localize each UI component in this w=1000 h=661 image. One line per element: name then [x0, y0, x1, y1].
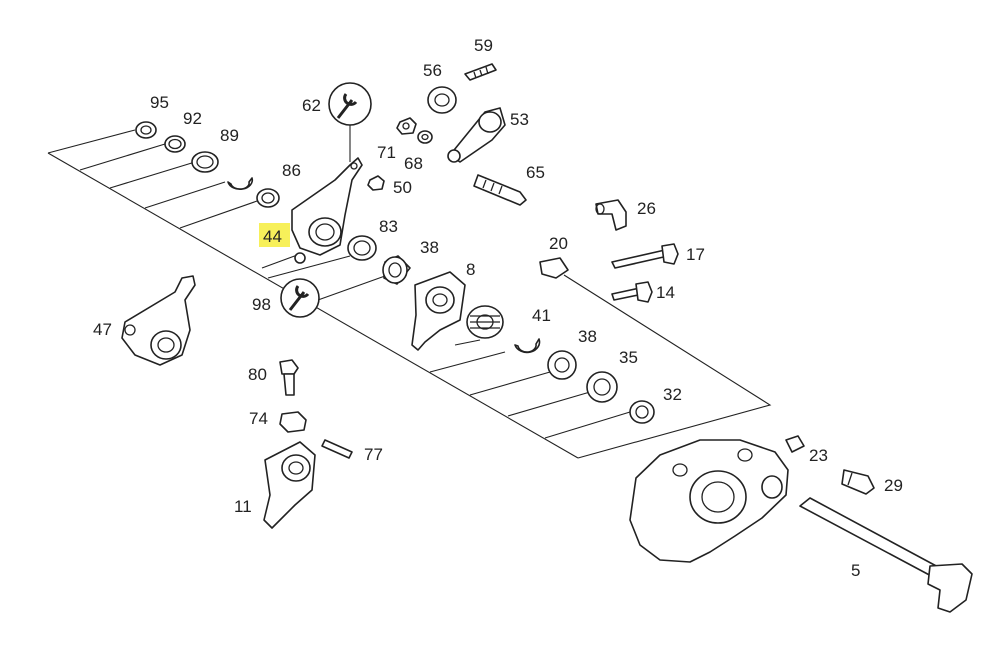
- housing: [629, 439, 789, 563]
- callout-47: 47: [93, 320, 112, 339]
- callout-50: 50: [393, 178, 412, 197]
- callout-92: 92: [183, 109, 202, 128]
- bolt-17: [611, 243, 679, 269]
- wrench-icon: [280, 278, 320, 318]
- washer-95: [135, 121, 157, 139]
- nut-71: [396, 117, 417, 135]
- fitting-29: [841, 469, 875, 495]
- callout-53: 53: [510, 110, 529, 129]
- callout-41: 41: [532, 306, 551, 325]
- callout-65: 65: [526, 163, 545, 182]
- callout-80: 80: [248, 365, 267, 384]
- callout-29: 29: [884, 476, 903, 495]
- fitting-23: [785, 435, 805, 453]
- callout-74: 74: [249, 409, 268, 428]
- callout-23: 23: [809, 446, 828, 465]
- bearing-35: [586, 371, 618, 403]
- callout-62: 62: [302, 96, 321, 115]
- callout-56: 56: [423, 61, 442, 80]
- callout-11: 11: [234, 497, 252, 516]
- wrench-icon: [328, 82, 372, 126]
- lever-53: [447, 107, 506, 163]
- callout-95: 95: [150, 93, 169, 112]
- pin-65: [473, 174, 527, 206]
- callout-86: 86: [282, 161, 301, 180]
- pin-77: [321, 439, 353, 459]
- shaft-5: [799, 497, 973, 613]
- callout-83: 83: [379, 217, 398, 236]
- bolt-80: [279, 359, 299, 396]
- bearing-38-upper: [382, 255, 411, 285]
- bracket-8: [411, 271, 466, 351]
- leader-lines: [47, 125, 772, 459]
- ring-89: [191, 151, 219, 173]
- callout-77: 77: [364, 445, 383, 464]
- washer-92: [164, 135, 186, 153]
- callout-68: 68: [404, 154, 423, 173]
- callout-17: 17: [686, 245, 705, 264]
- callout-32: 32: [663, 385, 682, 404]
- bushing-56: [427, 86, 457, 114]
- fitting-20: [539, 257, 569, 279]
- nut-50: [367, 175, 385, 191]
- bolt-59: [464, 63, 497, 81]
- seal-83: [347, 235, 377, 261]
- washer-68: [417, 130, 433, 144]
- callout-35: 35: [619, 348, 638, 367]
- callout-20: 20: [549, 234, 568, 253]
- bushing-32: [629, 400, 655, 424]
- callout-98: 98: [252, 295, 271, 314]
- callout-71: 71: [377, 143, 396, 162]
- callout-44: 44: [263, 227, 282, 246]
- highlight-44: [259, 223, 290, 247]
- callout-5: 5: [851, 561, 860, 580]
- bolt-14: [611, 281, 653, 303]
- callout-14: 14: [656, 283, 675, 302]
- circlip-41: [514, 338, 541, 354]
- callout-38a: 38: [420, 238, 439, 257]
- ring-86b: [256, 188, 280, 208]
- callout-89: 89: [220, 126, 239, 145]
- callout-8: 8: [466, 260, 475, 279]
- elbow-26: [595, 199, 627, 231]
- slack-adjuster-47: [121, 275, 196, 366]
- bracket-11: [263, 441, 316, 529]
- callout-labels: 95 92 89 86 44 62 59 56 53 71 68 50 65 8…: [93, 36, 903, 580]
- block-74: [279, 411, 307, 433]
- bearing-38-lower: [547, 350, 577, 380]
- gear-worm: [466, 305, 504, 339]
- callout-26: 26: [637, 199, 656, 218]
- callout-59: 59: [474, 36, 493, 55]
- slack-adjuster-44: [291, 157, 363, 264]
- circlip-86: [227, 177, 254, 191]
- callout-38b: 38: [578, 327, 597, 346]
